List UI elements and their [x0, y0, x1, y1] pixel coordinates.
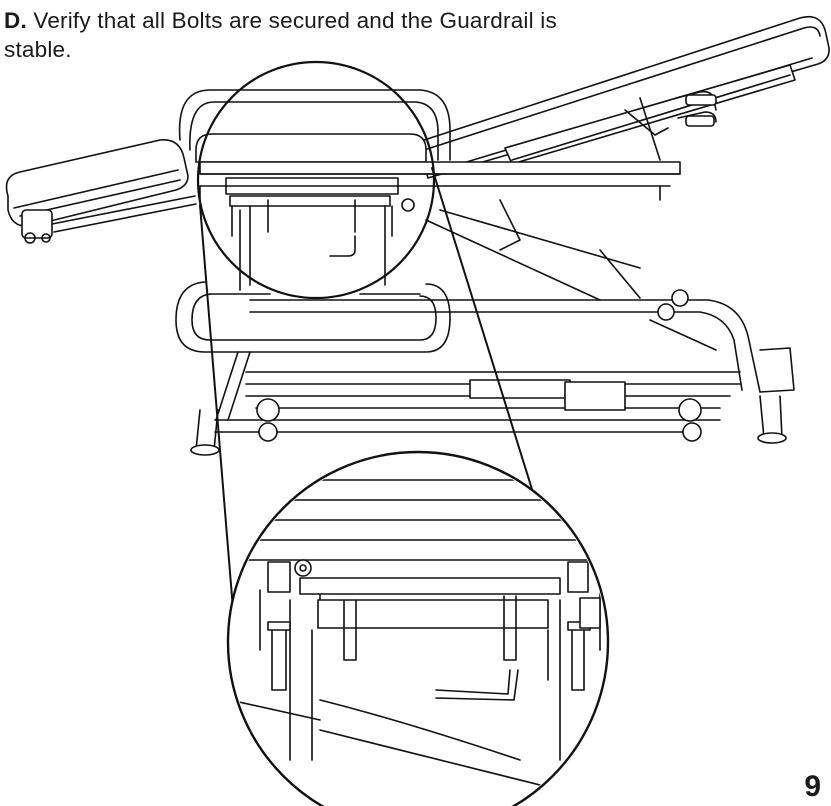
step-letter: D.: [4, 8, 27, 33]
lower-guardrail: [176, 282, 450, 352]
callout-circle-small: [198, 62, 434, 298]
base-frame: [215, 200, 794, 432]
seat-cushion: [196, 134, 680, 200]
page-number: 9: [804, 770, 821, 803]
detail-callout: [220, 452, 620, 806]
guardrail-bracket: [226, 178, 414, 290]
upper-guardrail: [180, 90, 450, 160]
feet-and-casters: [191, 396, 786, 455]
headrest: [7, 140, 197, 243]
instruction-text: Verify that all Bolts are secured and th…: [4, 8, 557, 62]
backrest-adjust-knob: [676, 92, 716, 126]
backrest: [418, 17, 829, 178]
instruction-step-d: D. Verify that all Bolts are secured and…: [4, 6, 564, 64]
